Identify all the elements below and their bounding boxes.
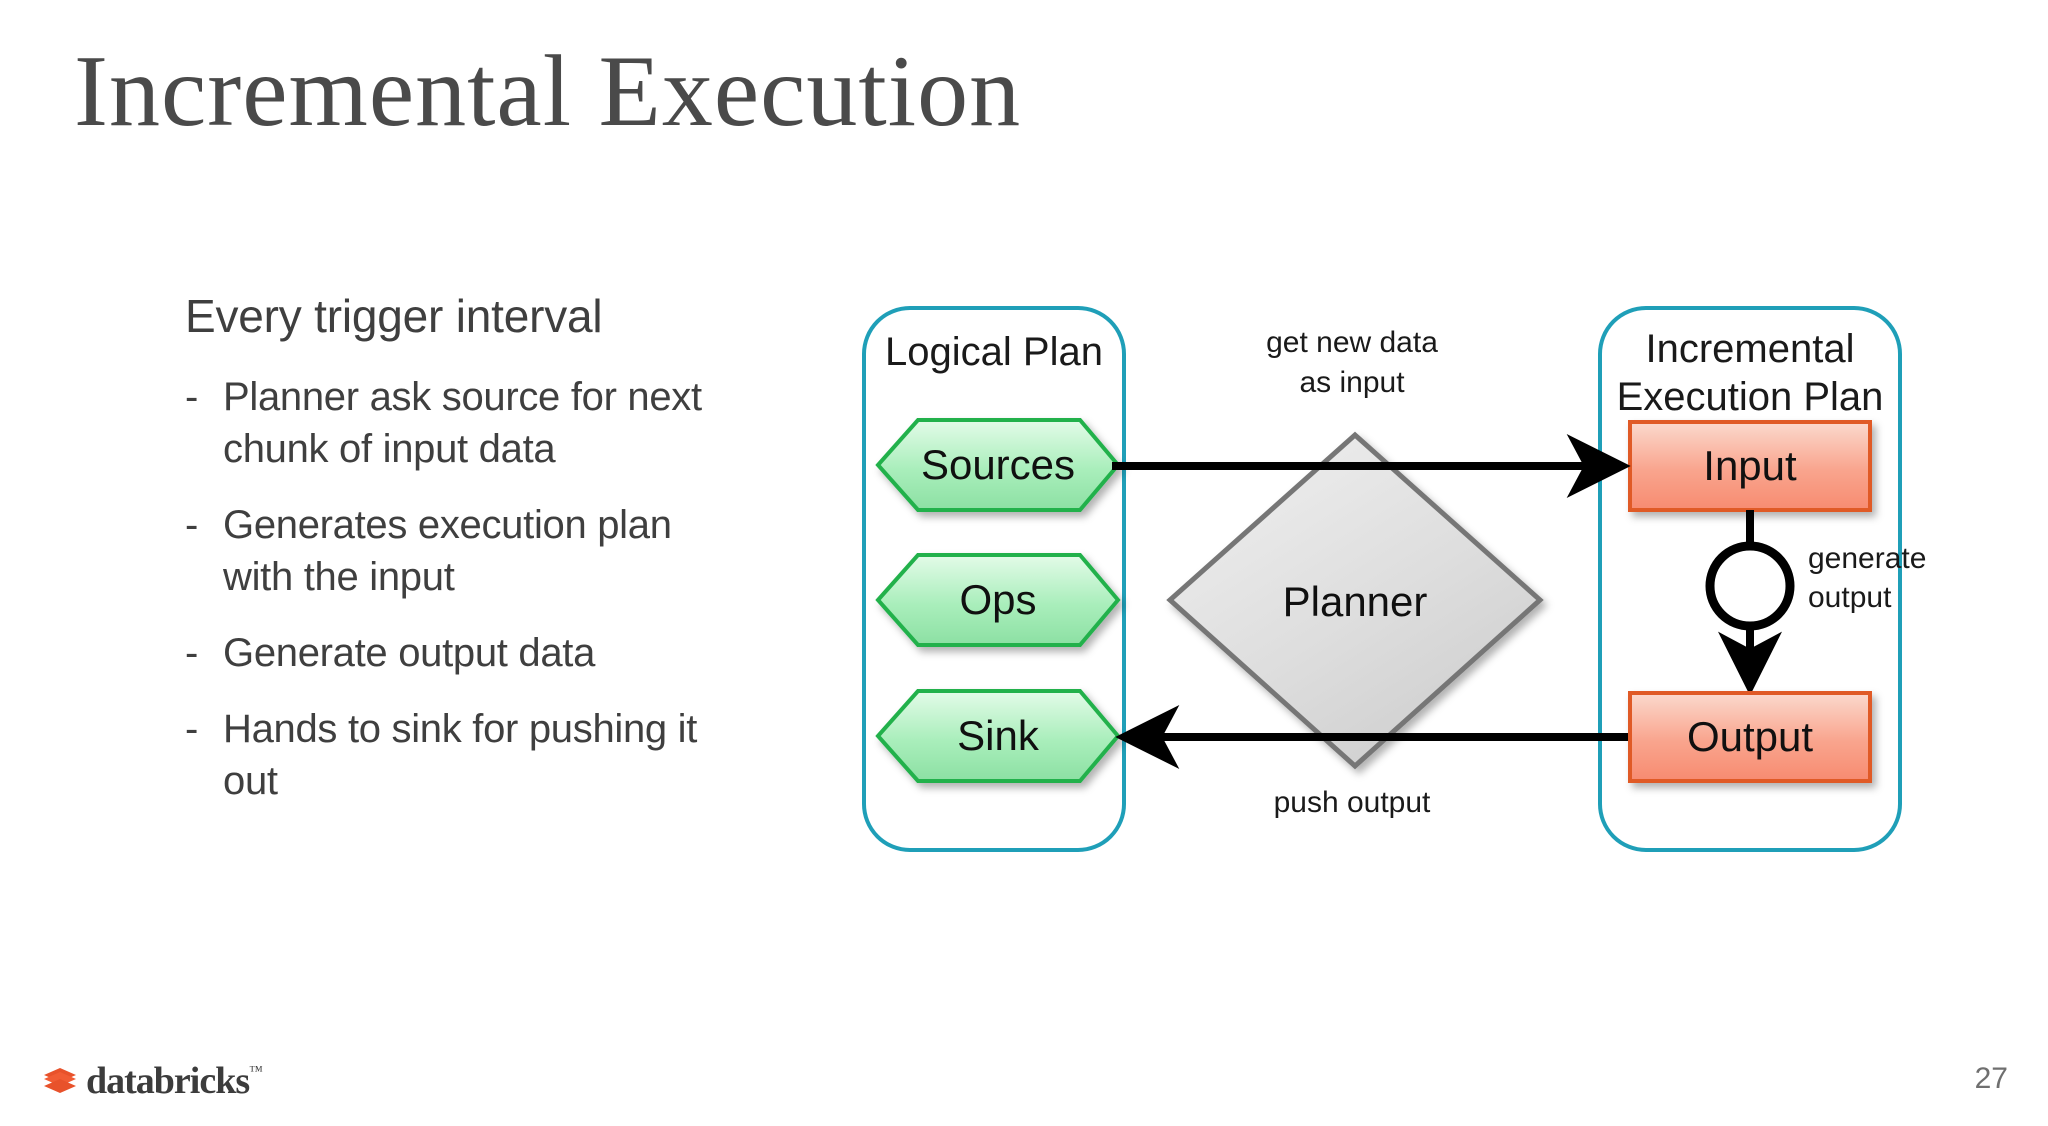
node-input[interactable]: Input [1628, 420, 1872, 512]
left-text-column: Every trigger interval - Planner ask sou… [185, 290, 745, 831]
node-ops-label: Ops [959, 576, 1036, 623]
node-sink-label: Sink [957, 712, 1040, 759]
page-number: 27 [1974, 1062, 2008, 1095]
logical-plan-panel [862, 306, 1126, 852]
execution-plan-title-line2: Execution Plan [1617, 375, 1884, 419]
gate-circle-icon [1705, 541, 1795, 631]
page-title: Incremental Execution [74, 35, 1022, 148]
node-sources[interactable]: Sources [875, 418, 1121, 512]
bullet-item-4: - Hands to sink for pushing it out [185, 703, 745, 807]
databricks-mark-icon [44, 1068, 76, 1093]
node-planner[interactable]: Planner [1166, 431, 1544, 770]
edge-label-generate-line1: generate [1808, 542, 1926, 575]
execution-plan-title-line1: Incremental [1646, 327, 1855, 371]
bullet-item-2: - Generates execution plan with the inpu… [185, 499, 745, 603]
bullet-marker: - [185, 706, 199, 751]
edge-label-get-new-data-line1: get new data [1266, 326, 1438, 359]
node-sources-label: Sources [921, 441, 1075, 488]
node-planner-label: Planner [1283, 578, 1428, 625]
node-output[interactable]: Output [1628, 691, 1872, 783]
bullet-marker: - [185, 630, 199, 675]
edge-label-push-output: push output [1274, 786, 1431, 819]
architecture-diagram: Logical Plan Sources Ops Sink Incrementa… [840, 300, 2000, 990]
execution-plan-panel [1598, 306, 1902, 852]
logical-plan-title: Logical Plan [885, 330, 1103, 374]
bullet-item-3: - Generate output data [185, 627, 745, 679]
edge-label-generate-line2: output [1808, 581, 1892, 614]
bullet-item-1: - Planner ask source for next chunk of i… [185, 371, 745, 475]
bullet-label: Planner ask source for next chunk of inp… [223, 374, 702, 471]
databricks-logo: databricks ™ [40, 1058, 263, 1104]
node-output-label: Output [1687, 713, 1813, 760]
databricks-wordmark: databricks [86, 1060, 250, 1102]
edge-label-get-new-data-line2: as input [1299, 366, 1405, 399]
node-input-label: Input [1703, 442, 1797, 489]
lead-line: Every trigger interval [185, 290, 603, 342]
bullet-marker: - [185, 502, 199, 547]
bullet-label: Hands to sink for pushing it out [223, 706, 698, 803]
bullet-label: Generates execution plan with the input [223, 502, 672, 599]
node-ops[interactable]: Ops [875, 553, 1121, 647]
trademark-symbol: ™ [249, 1064, 263, 1079]
node-sink[interactable]: Sink [875, 689, 1121, 783]
bullet-marker: - [185, 374, 199, 419]
bullet-label: Generate output data [223, 630, 596, 675]
